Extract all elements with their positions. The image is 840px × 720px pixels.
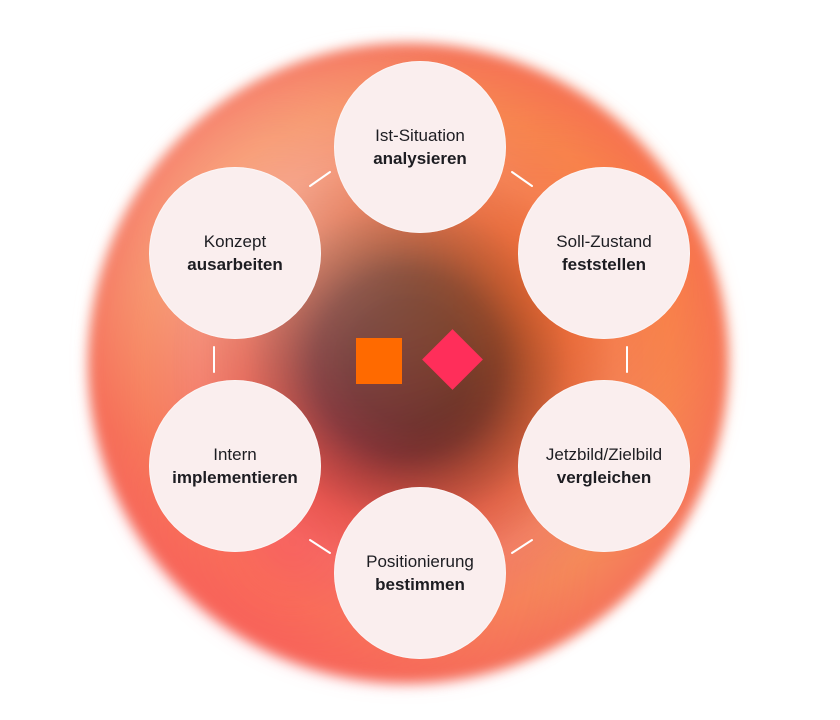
node-line1: Jetzbild/Zielbild	[545, 445, 663, 464]
node-soll-zustand: Soll-Zustand feststellen	[518, 167, 690, 339]
node-positionierung: Positionierung bestimmen	[334, 487, 506, 659]
node-line2: feststellen	[561, 255, 647, 274]
node-jetzbild-zielbild: Jetzbild/Zielbild vergleichen	[518, 380, 690, 552]
connector-line	[511, 539, 533, 554]
orange-square-icon	[356, 338, 402, 384]
node-line1: Soll-Zustand	[556, 232, 652, 251]
node-line2: bestimmen	[375, 575, 465, 594]
node-line1: Konzept	[203, 232, 267, 251]
node-ist-situation: Ist-Situation analysieren	[334, 61, 506, 233]
connector-line	[511, 171, 533, 187]
node-line1: Ist-Situation	[375, 126, 465, 145]
node-line2: vergleichen	[556, 468, 652, 487]
node-intern: Intern implementieren	[149, 380, 321, 552]
node-line1: Intern	[213, 445, 257, 464]
node-line1: Positionierung	[366, 552, 474, 571]
node-line2: ausarbeiten	[187, 255, 283, 274]
node-line2: implementieren	[172, 468, 298, 487]
connector-line	[309, 539, 331, 554]
node-konzept: Konzept ausarbeiten	[149, 167, 321, 339]
connector-line	[309, 171, 331, 187]
node-line2: analysieren	[373, 149, 467, 168]
